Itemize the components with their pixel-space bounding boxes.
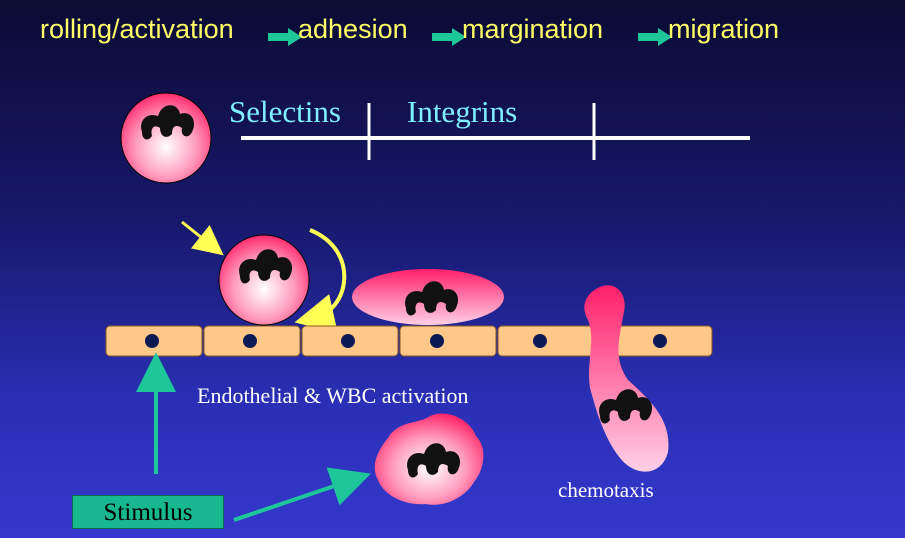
- nucleus-icon: [430, 334, 444, 348]
- nucleus-icon: [533, 334, 547, 348]
- leukocyte-icon: [584, 285, 669, 472]
- curved-arrow-icon: [294, 228, 347, 334]
- leukocyte-icon: [218, 234, 310, 326]
- arrow-icon: [233, 467, 371, 522]
- stage-adhesion: adhesion: [298, 14, 408, 44]
- caption-activation: Endothelial & WBC activation: [197, 383, 469, 408]
- arrow-right-icon: [638, 28, 672, 46]
- stage-migration: migration: [668, 14, 780, 44]
- endothelium: [105, 325, 713, 357]
- phase-label-selectins: Selectins: [229, 94, 341, 129]
- nucleus-icon: [653, 334, 667, 348]
- nucleus-icon: [243, 334, 257, 348]
- stage-margination: margination: [462, 14, 604, 44]
- stage-rolling-activation: rolling/activation: [40, 14, 234, 44]
- nucleus-icon: [341, 334, 355, 348]
- arrow-right-icon: [432, 28, 466, 46]
- leukocyte-icon: [374, 413, 484, 505]
- stimulus-label: Stimulus: [103, 499, 193, 526]
- caption-chemotaxis: chemotaxis: [558, 478, 654, 502]
- arrow-icon: [181, 220, 224, 256]
- arrow-right-icon: [268, 28, 302, 46]
- nucleus-icon: [145, 334, 159, 348]
- leukocyte-icon: [352, 269, 504, 325]
- stimulus-box: Stimulus: [72, 495, 224, 529]
- endothelial-cell: [399, 325, 497, 357]
- leukocyte-icon: [120, 92, 212, 184]
- phase-label-integrins: Integrins: [407, 94, 518, 129]
